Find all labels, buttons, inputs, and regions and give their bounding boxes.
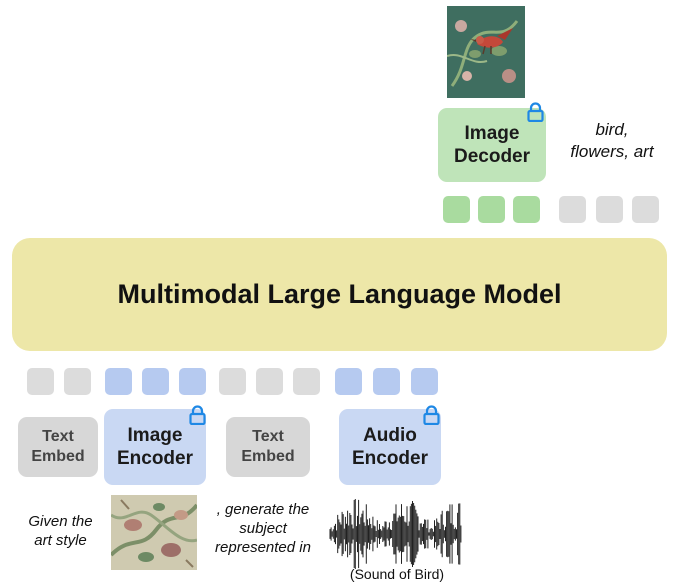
output-token <box>559 196 586 223</box>
lock-icon <box>423 405 440 425</box>
input-token <box>256 368 283 395</box>
art-style-image <box>111 495 197 570</box>
image-decoder-label: Image Decoder <box>453 122 531 167</box>
text-embed-box-2: Text Embed <box>226 417 310 477</box>
generated-bird-image <box>447 6 525 98</box>
input-token <box>27 368 54 395</box>
input-token <box>335 368 362 395</box>
image-encoder-box: Image Encoder <box>104 409 206 485</box>
output-token <box>443 196 470 223</box>
input-token <box>142 368 169 395</box>
input-token <box>219 368 246 395</box>
lock-icon <box>189 405 206 425</box>
input-token <box>179 368 206 395</box>
lock-icon <box>527 102 544 122</box>
input-token <box>105 368 132 395</box>
output-token <box>478 196 505 223</box>
prompt-text-part1: Given the art style <box>28 513 93 550</box>
input-token <box>293 368 320 395</box>
output-token <box>513 196 540 223</box>
audio-encoder-label: Audio Encoder <box>351 424 429 469</box>
image-encoder-label: Image Encoder <box>116 424 194 469</box>
audio-caption: (Sound of Bird) <box>349 566 445 582</box>
waveform-icon <box>329 499 462 569</box>
multimodal-llm-label: Multimodal Large Language Model <box>117 279 562 310</box>
multimodal-llm-box: Multimodal Large Language Model <box>12 238 667 351</box>
text-embed-label-1: Text Embed <box>31 428 85 465</box>
text-embed-label-2: Text Embed <box>241 428 295 465</box>
output-token <box>596 196 623 223</box>
input-token <box>411 368 438 395</box>
output-token <box>632 196 659 223</box>
input-token <box>64 368 91 395</box>
input-token <box>373 368 400 395</box>
decoder-output-text: bird, flowers, art <box>570 120 654 161</box>
text-embed-box-1: Text Embed <box>18 417 98 477</box>
prompt-text-part2: , generate the subject represented in <box>215 501 311 557</box>
